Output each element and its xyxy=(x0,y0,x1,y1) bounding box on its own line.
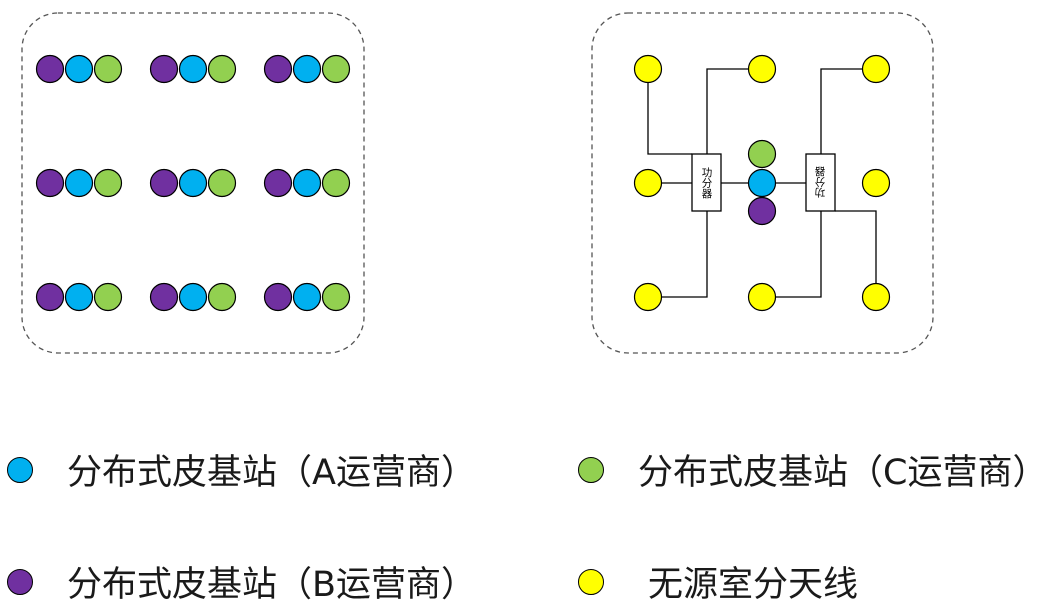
operator-c-pico-station xyxy=(207,54,237,84)
pico-station-cluster xyxy=(263,54,351,84)
operator-c-pico-station xyxy=(93,282,123,312)
operator-b-pico-station xyxy=(149,54,179,84)
splitter-left-label: 功分器 xyxy=(701,167,713,199)
operator-b-pico-station xyxy=(747,196,777,226)
shared-pico-base-station xyxy=(747,139,777,226)
cable-top-mid xyxy=(706,68,762,154)
passive-antenna xyxy=(633,282,663,312)
operator-b-pico-station xyxy=(35,168,65,198)
passive-antenna xyxy=(861,282,891,312)
power-splitter-right: 功分器 xyxy=(805,153,836,212)
operator-a-pico-station xyxy=(292,282,322,312)
passive-antenna-grid xyxy=(633,54,891,312)
operator-c-pico-station xyxy=(747,139,777,169)
operator-b-pico-station xyxy=(149,168,179,198)
passive-antenna xyxy=(861,54,891,84)
legend-item-operator-c: 分布式皮基站（C运营商） xyxy=(578,444,1042,495)
blue-circle-icon xyxy=(7,456,33,483)
pico-station-cluster xyxy=(149,54,237,84)
pico-station-cluster xyxy=(263,282,351,312)
legend-item-antenna: 无源室分天线 xyxy=(578,556,858,607)
cable-bottom-right xyxy=(835,210,877,297)
green-circle-icon xyxy=(578,456,604,483)
pico-base-station-grid xyxy=(35,54,351,312)
operator-c-pico-station xyxy=(321,282,351,312)
operator-a-pico-station xyxy=(64,168,94,198)
operator-a-pico-station xyxy=(747,168,777,198)
operator-a-pico-station xyxy=(292,54,322,84)
operator-a-pico-station xyxy=(292,168,322,198)
cable-top-left xyxy=(647,69,692,155)
operator-c-pico-station xyxy=(321,54,351,84)
left-panel-frame xyxy=(21,12,365,354)
right-panel-frame xyxy=(591,12,934,354)
legend-item-operator-b: 分布式皮基站（B运营商） xyxy=(7,556,476,607)
passive-antenna xyxy=(747,282,777,312)
operator-b-pico-station xyxy=(263,282,293,312)
operator-c-pico-station xyxy=(207,168,237,198)
passive-antenna xyxy=(747,54,777,84)
operator-b-pico-station xyxy=(263,54,293,84)
pico-station-cluster xyxy=(149,168,237,198)
operator-a-pico-station xyxy=(64,282,94,312)
yellow-circle-icon xyxy=(578,568,604,595)
legend-item-operator-a: 分布式皮基站（A运营商） xyxy=(7,444,476,495)
legend-label-operator-a: 分布式皮基站（A运营商） xyxy=(67,453,476,493)
passive-antenna xyxy=(633,168,663,198)
operator-c-pico-station xyxy=(321,168,351,198)
passive-antenna xyxy=(861,168,891,198)
operator-c-pico-station xyxy=(93,54,123,84)
operator-a-pico-station xyxy=(178,54,208,84)
pico-station-cluster xyxy=(35,282,123,312)
operator-b-pico-station xyxy=(149,282,179,312)
operator-a-pico-station xyxy=(64,54,94,84)
passive-antenna xyxy=(633,54,663,84)
operator-c-pico-station xyxy=(207,282,237,312)
legend-label-antenna: 无源室分天线 xyxy=(648,565,859,605)
purple-circle-icon xyxy=(7,568,33,595)
legend-label-operator-b: 分布式皮基站（B运营商） xyxy=(67,565,477,605)
pico-station-cluster xyxy=(35,54,123,84)
pico-station-cluster xyxy=(35,168,123,198)
operator-b-pico-station xyxy=(35,282,65,312)
cable-top-right xyxy=(820,68,876,154)
cable-bottom-mid xyxy=(762,211,822,298)
cable-bottom-left xyxy=(648,211,708,298)
operator-a-pico-station xyxy=(178,168,208,198)
legend-label-operator-c: 分布式皮基站（C运营商） xyxy=(638,453,1042,493)
power-splitter-left: 功分器 xyxy=(691,153,722,212)
operator-b-pico-station xyxy=(35,54,65,84)
pico-station-cluster xyxy=(149,282,237,312)
pico-station-cluster xyxy=(263,168,351,198)
operator-b-pico-station xyxy=(263,168,293,198)
splitter-right-label: 功分器 xyxy=(815,166,827,198)
operator-c-pico-station xyxy=(93,168,123,198)
operator-a-pico-station xyxy=(178,282,208,312)
